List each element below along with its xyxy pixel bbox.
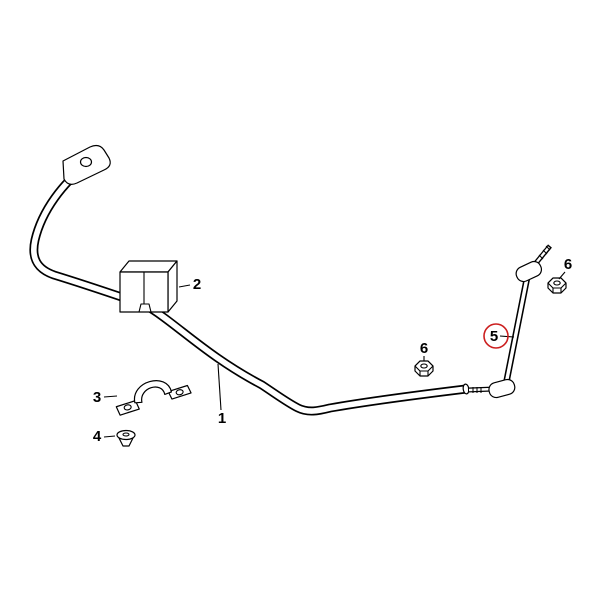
callout-1-leader bbox=[217, 363, 222, 411]
callout-4: 4 bbox=[93, 428, 116, 445]
callout-6-middle-label: 6 bbox=[420, 340, 428, 357]
flange-nut-middle-drawing bbox=[414, 360, 434, 377]
callout-6-top: 6 bbox=[558, 256, 572, 280]
callout-2-label: 2 bbox=[193, 276, 201, 293]
callout-6-middle: 6 bbox=[420, 340, 428, 361]
screw-head bbox=[116, 429, 136, 441]
screw-drive-recess bbox=[122, 432, 130, 437]
callout-4-leader bbox=[103, 435, 116, 438]
nut-thread-hole bbox=[553, 280, 561, 286]
callout-1-label: 1 bbox=[218, 410, 226, 427]
stabilizer-link-drawing bbox=[467, 244, 552, 399]
bracket-left-bolt-hole bbox=[123, 404, 132, 411]
link-bottom-joint-housing bbox=[488, 378, 516, 399]
callout-3: 3 bbox=[93, 389, 118, 406]
flange-nut-top-drawing bbox=[547, 277, 567, 294]
screw-drawing bbox=[116, 429, 136, 447]
bushing-slot-notch bbox=[138, 303, 152, 313]
thread-tick bbox=[538, 254, 544, 260]
callout-6-top-label: 6 bbox=[564, 256, 572, 273]
callout-5-label: 5 bbox=[490, 328, 498, 345]
callout-5-highlighted: 5 bbox=[483, 323, 515, 349]
bar-tube-inner bbox=[31, 163, 467, 414]
highlight-circle bbox=[483, 323, 509, 349]
thread-tick bbox=[542, 249, 548, 255]
bracket-drawing bbox=[115, 380, 192, 416]
link-rod-inner bbox=[504, 277, 529, 385]
link-top-joint-housing bbox=[515, 260, 543, 283]
bracket-left-ear bbox=[115, 400, 140, 416]
callout-1: 1 bbox=[217, 363, 226, 427]
bushing-drawing bbox=[119, 260, 178, 313]
callout-3-leader bbox=[103, 395, 118, 398]
callout-3-label: 3 bbox=[93, 389, 101, 406]
thread-tick bbox=[545, 245, 551, 251]
nut-thread-hole bbox=[420, 363, 428, 369]
bracket-right-ear bbox=[167, 384, 192, 400]
callout-4-label: 4 bbox=[93, 428, 102, 445]
callout-5-leader bbox=[499, 335, 515, 338]
bar-mount-hole bbox=[79, 156, 93, 168]
callout-2: 2 bbox=[178, 276, 201, 293]
bushing-top-face bbox=[119, 260, 178, 273]
link-top-stud-inner bbox=[535, 246, 550, 264]
bracket-right-bolt-hole bbox=[175, 389, 184, 396]
callout-6-top-leader bbox=[558, 271, 566, 280]
bracket-strap bbox=[134, 380, 173, 404]
stabilizer-bar-drawing bbox=[29, 144, 470, 416]
callout-2-leader bbox=[178, 284, 191, 288]
